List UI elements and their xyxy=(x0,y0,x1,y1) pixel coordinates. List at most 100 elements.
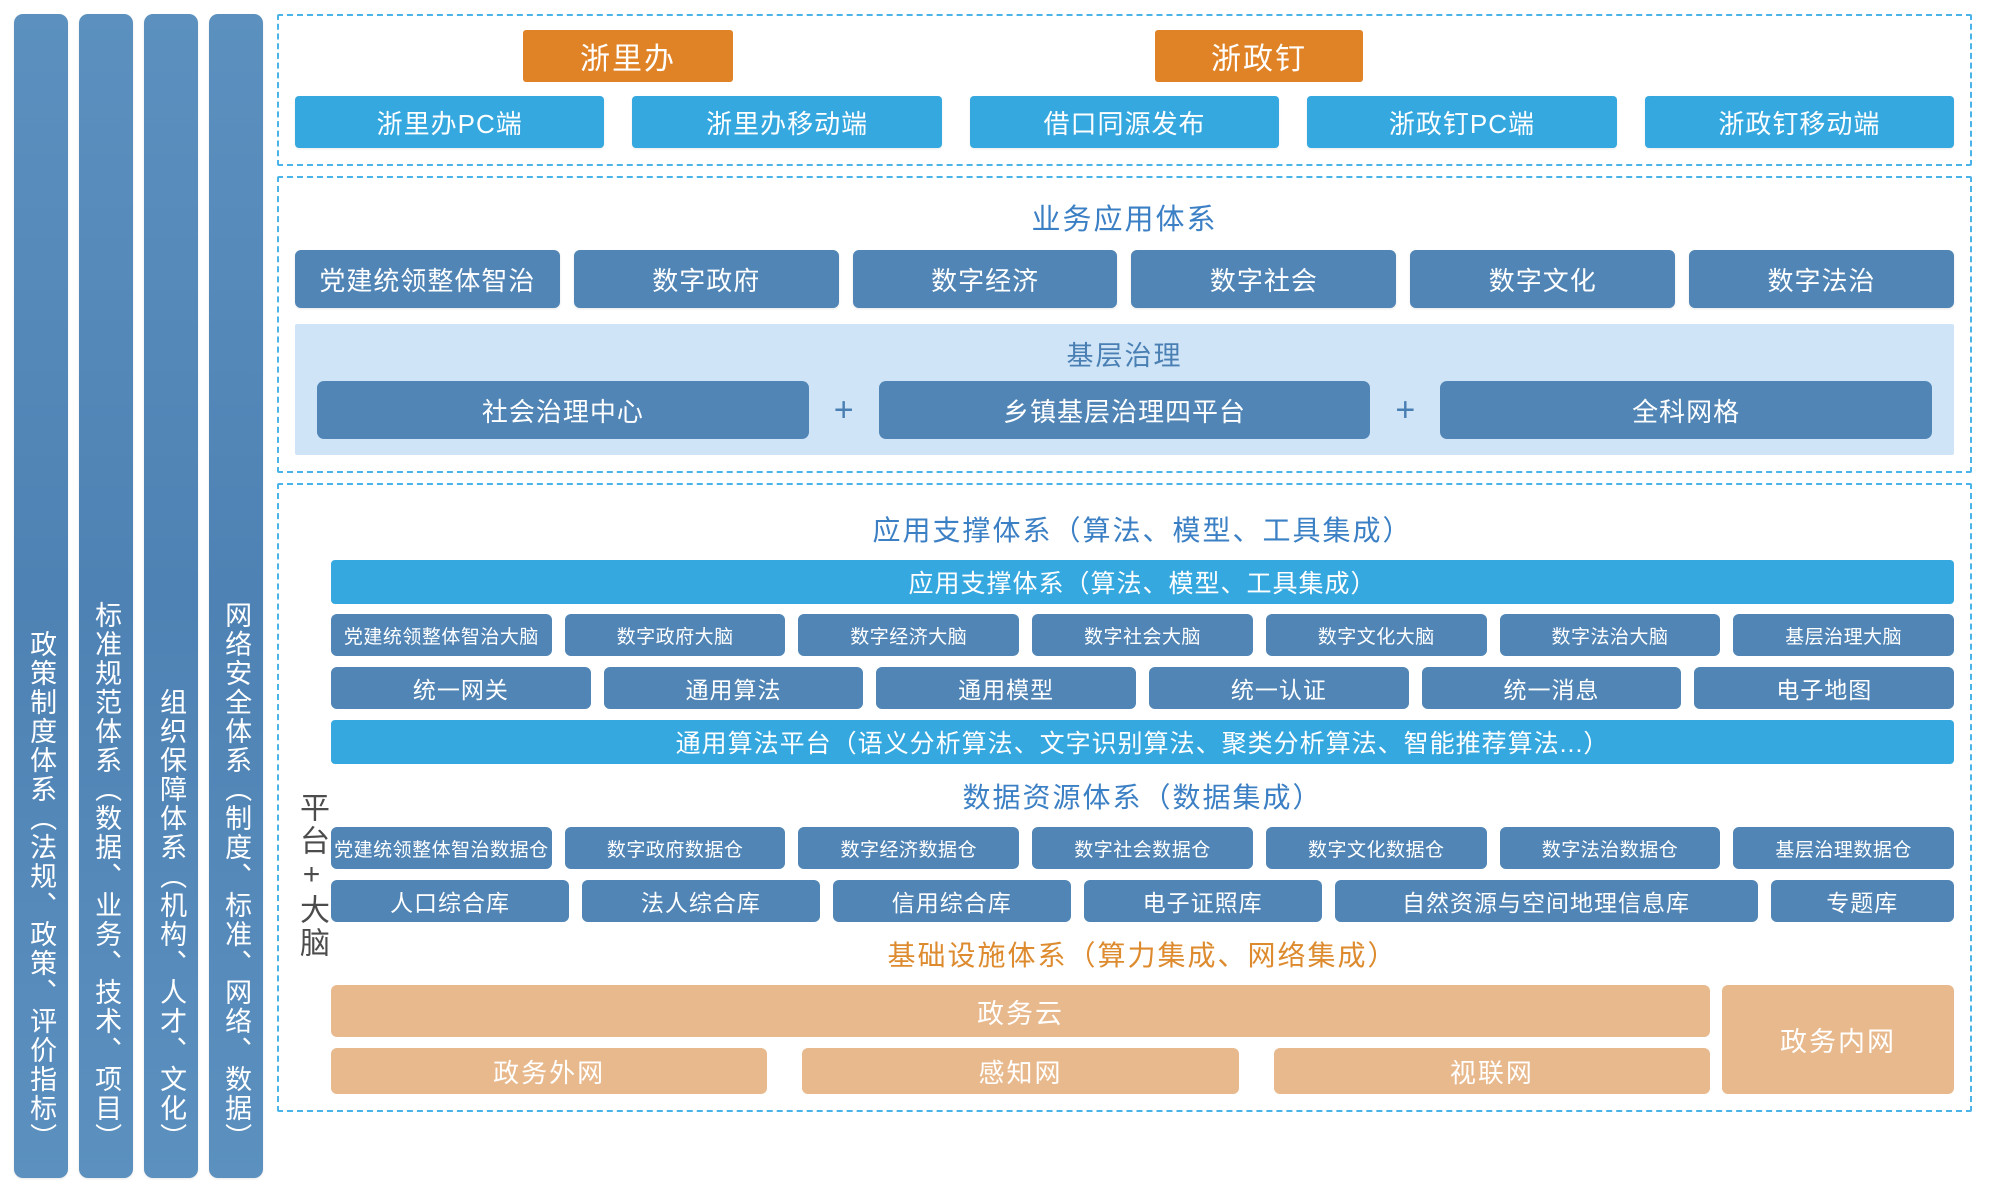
brain-label: 基层治理大脑 xyxy=(1785,626,1903,648)
grassroots-item-label: 全科网格 xyxy=(1632,396,1741,427)
warehouse-party-building[interactable]: 党建统领整体智治数据仓 xyxy=(331,827,552,869)
grassroots-governance-panel: 基层治理 社会治理中心 + 乡镇基层治理四平台 + 全科网格 xyxy=(295,324,1954,455)
business-application-section: 业务应用体系 党建统领整体智治 数字政府 数字经济 数字社会 数字文化 数字法治… xyxy=(277,176,1972,473)
infrastructure-row: 政务云 政务外网 感知网 视联网 政务内网 xyxy=(331,985,1954,1094)
infrastructure-left: 政务云 政务外网 感知网 视联网 xyxy=(331,985,1710,1094)
grassroots-item-township-four-platform[interactable]: 乡镇基层治理四平台 xyxy=(878,381,1371,439)
pillar-network-security-system: 网络安全体系（制度、标准、网络、数据） xyxy=(209,14,263,1178)
library-label: 人口综合库 xyxy=(389,890,510,916)
service-common-model[interactable]: 通用模型 xyxy=(876,667,1137,709)
business-app-digital-culture[interactable]: 数字文化 xyxy=(1410,250,1676,308)
grassroots-item-full-grid[interactable]: 全科网格 xyxy=(1440,381,1933,439)
infrastructure-right: 政务内网 xyxy=(1722,985,1954,1094)
library-population[interactable]: 人口综合库 xyxy=(331,880,569,922)
channel-tag-label: 浙里办 xyxy=(580,43,676,76)
infra-network-row: 政务外网 感知网 视联网 xyxy=(331,1048,1710,1094)
brain-label: 数字政府大脑 xyxy=(616,626,734,648)
support-system-bar-label: 应用支撑体系（算法、模型、工具集成） xyxy=(908,570,1377,598)
brain-party-building[interactable]: 党建统领整体智治大脑 xyxy=(331,614,552,656)
brain-digital-economy[interactable]: 数字经济大脑 xyxy=(798,614,1020,656)
brain-grassroots-governance[interactable]: 基层治理大脑 xyxy=(1733,614,1955,656)
grassroots-item-social-governance-center[interactable]: 社会治理中心 xyxy=(317,381,809,439)
service-label: 统一网关 xyxy=(412,677,509,703)
brain-digital-culture[interactable]: 数字文化大脑 xyxy=(1265,614,1487,656)
channel-button-zlb-pc[interactable]: 浙里办PC端 xyxy=(295,96,605,148)
warehouse-digital-rule-of-law[interactable]: 数字法治数据仓 xyxy=(1499,827,1721,869)
warehouse-label: 数字社会数据仓 xyxy=(1074,839,1211,861)
channel-button-zzd-pc[interactable]: 浙政钉PC端 xyxy=(1307,96,1617,148)
warehouse-digital-government[interactable]: 数字政府数据仓 xyxy=(564,827,786,869)
service-label: 电子地图 xyxy=(1776,677,1873,703)
channel-tag-zhezhengding[interactable]: 浙政钉 xyxy=(1155,30,1363,82)
library-label: 法人综合库 xyxy=(640,890,761,916)
grassroots-title: 基层治理 xyxy=(1066,341,1183,371)
brain-digital-government[interactable]: 数字政府大脑 xyxy=(564,614,786,656)
channel-button-interface-publish[interactable]: 借口同源发布 xyxy=(969,96,1280,148)
channel-button-zlb-mobile[interactable]: 浙里办移动端 xyxy=(632,96,942,148)
business-app-digital-economy[interactable]: 数字经济 xyxy=(852,250,1118,308)
warehouse-digital-society[interactable]: 数字社会数据仓 xyxy=(1032,827,1253,869)
channel-tag-label: 浙政钉 xyxy=(1211,43,1307,76)
channel-button-zzd-mobile[interactable]: 浙政钉移动端 xyxy=(1644,96,1955,148)
service-label: 通用模型 xyxy=(958,677,1055,703)
channel-tag-row: 浙里办 浙政钉 xyxy=(295,30,1954,82)
business-app-digital-rule-of-law[interactable]: 数字法治 xyxy=(1689,250,1954,308)
business-app-party-building[interactable]: 党建统领整体智治 xyxy=(295,250,560,308)
common-service-row: 统一网关 通用算法 通用模型 统一认证 统一消息 电子地图 xyxy=(331,667,1955,709)
warehouse-digital-culture[interactable]: 数字文化数据仓 xyxy=(1265,827,1487,869)
grassroots-item-label: 乡镇基层治理四平台 xyxy=(1003,396,1247,427)
data-warehouse-row: 党建统领整体智治数据仓 数字政府数据仓 数字经济数据仓 数字社会数据仓 数字文化… xyxy=(331,827,1955,869)
business-app-label: 数字法治 xyxy=(1767,265,1876,296)
infra-internal-network[interactable]: 政务内网 xyxy=(1722,985,1954,1094)
business-app-row: 党建统领整体智治 数字政府 数字经济 数字社会 数字文化 数字法治 xyxy=(295,250,1954,308)
infra-video-network[interactable]: 视联网 xyxy=(1273,1048,1710,1094)
library-credit[interactable]: 信用综合库 xyxy=(832,880,1071,922)
infra-sensing-network[interactable]: 感知网 xyxy=(802,1048,1239,1094)
business-app-digital-society[interactable]: 数字社会 xyxy=(1131,250,1397,308)
brain-digital-society[interactable]: 数字社会大脑 xyxy=(1032,614,1253,656)
platform-brain-section: 平台+大脑 应用支撑体系（算法、模型、工具集成） 应用支撑体系（算法、模型、工具… xyxy=(277,483,1972,1112)
infra-label: 政务内网 xyxy=(1780,1027,1896,1057)
service-unified-auth[interactable]: 统一认证 xyxy=(1149,667,1409,709)
service-electronic-map[interactable]: 电子地图 xyxy=(1694,667,1955,709)
library-label: 自然资源与空间地理信息库 xyxy=(1402,890,1691,916)
infra-external-network[interactable]: 政务外网 xyxy=(331,1048,768,1094)
service-unified-gateway[interactable]: 统一网关 xyxy=(331,667,591,709)
grassroots-row: 社会治理中心 + 乡镇基层治理四平台 + 全科网格 xyxy=(309,381,1940,439)
infra-label: 政务云 xyxy=(977,998,1064,1029)
warehouse-grassroots-governance[interactable]: 基层治理数据仓 xyxy=(1733,827,1955,869)
infra-government-cloud[interactable]: 政务云 xyxy=(331,985,1710,1037)
data-library-row: 人口综合库 法人综合库 信用综合库 电子证照库 自然资源与空间地理信息库 专题库 xyxy=(331,880,1954,922)
business-app-label: 数字社会 xyxy=(1209,265,1318,296)
library-thematic[interactable]: 专题库 xyxy=(1770,880,1954,922)
brain-label: 数字经济大脑 xyxy=(850,626,968,648)
support-system-title: 应用支撑体系（算法、模型、工具集成） xyxy=(872,515,1413,546)
library-label: 专题库 xyxy=(1826,890,1899,916)
warehouse-digital-economy[interactable]: 数字经济数据仓 xyxy=(798,827,1020,869)
pillar-label: 网络安全体系（制度、标准、网络、数据） xyxy=(221,601,252,1152)
main-column: 浙里办 浙政钉 浙里办PC端 浙里办移动端 借口同源发布 浙政钉PC端 浙政钉移… xyxy=(277,14,1972,1178)
service-label: 统一认证 xyxy=(1230,677,1327,703)
library-electronic-certificate[interactable]: 电子证照库 xyxy=(1083,880,1322,922)
brain-digital-rule-of-law[interactable]: 数字法治大脑 xyxy=(1499,614,1721,656)
brain-row: 党建统领整体智治大脑 数字政府大脑 数字经济大脑 数字社会大脑 数字文化大脑 数… xyxy=(331,614,1955,656)
channel-tag-zhelibán[interactable]: 浙里办 xyxy=(523,30,733,82)
channel-button-label: 浙政钉移动端 xyxy=(1718,108,1881,139)
infrastructure-title: 基础设施体系（算力集成、网络集成） xyxy=(887,940,1398,971)
support-system-bar[interactable]: 应用支撑体系（算法、模型、工具集成） xyxy=(331,560,1954,604)
warehouse-label: 数字文化数据仓 xyxy=(1307,839,1445,861)
plus-icon: + xyxy=(833,391,854,429)
service-unified-message[interactable]: 统一消息 xyxy=(1421,667,1682,709)
library-label: 电子证照库 xyxy=(1142,890,1263,916)
library-natural-resource-geo[interactable]: 自然资源与空间地理信息库 xyxy=(1334,880,1758,922)
algorithm-platform-bar[interactable]: 通用算法平台（语义分析算法、文字识别算法、聚类分析算法、智能推荐算法...） xyxy=(331,720,1954,764)
brain-label: 数字文化大脑 xyxy=(1317,626,1435,648)
library-legal-person[interactable]: 法人综合库 xyxy=(581,880,820,922)
warehouse-label: 数字政府数据仓 xyxy=(606,839,744,861)
channel-section: 浙里办 浙政钉 浙里办PC端 浙里办移动端 借口同源发布 浙政钉PC端 浙政钉移… xyxy=(277,14,1972,166)
brain-label: 党建统领整体智治大脑 xyxy=(343,626,539,648)
business-app-digital-government[interactable]: 数字政府 xyxy=(573,250,839,308)
service-common-algorithm[interactable]: 通用算法 xyxy=(603,667,864,709)
service-label: 统一消息 xyxy=(1503,677,1600,703)
